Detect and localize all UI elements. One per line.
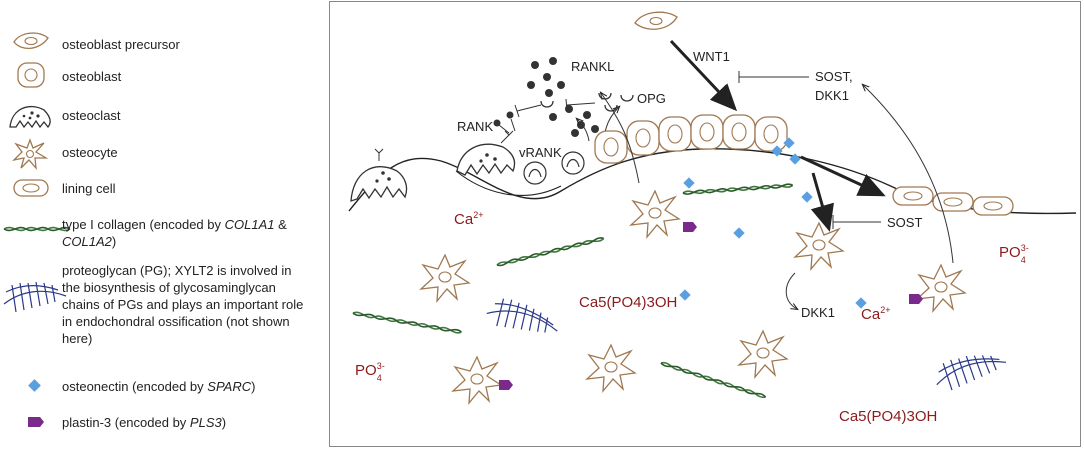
phosphate-label-2: PO3-4 <box>355 361 385 383</box>
proteoglycan-1 <box>483 291 563 349</box>
osteocyte-6 <box>586 344 636 392</box>
opg-release-arrow <box>604 107 619 134</box>
sost-dkk1-label-2: DKK1 <box>815 88 849 103</box>
collagen-icon <box>3 226 71 232</box>
dkk1-label: DKK1 <box>801 305 835 320</box>
hydroxyapatite-label-2: Ca5(PO4)3OH <box>839 408 937 425</box>
osteoblast-precursor-icon <box>13 32 49 49</box>
plastin-1 <box>683 222 697 232</box>
plastin-icon <box>28 417 44 427</box>
rankl-label: RANKL <box>571 59 614 74</box>
wnt1-arrow <box>669 39 738 112</box>
osteocyte-to-sost-arrow <box>863 85 954 264</box>
legend-label-osteonectin: osteonectin (encoded by SPARC) <box>62 379 256 394</box>
sost-label: SOST <box>887 215 922 230</box>
inhibition-lines <box>514 98 596 118</box>
phosphate-label-1: PO3-4 <box>999 243 1029 265</box>
osteocyte-7 <box>738 330 788 378</box>
osteocyte-2 <box>420 254 470 302</box>
lining-cells <box>892 186 1014 216</box>
osteocyte-5 <box>452 356 502 404</box>
legend-icons <box>3 32 71 427</box>
osteocyte-arrow <box>810 172 834 232</box>
diagram-frame: RANK vRANK RANKL OPG <box>329 1 1081 447</box>
legend-label-collagen: type I collagen (encoded by COL1A1 & COL… <box>62 217 287 249</box>
opg-shapes <box>540 92 634 112</box>
sost-dkk1-label-1: SOST, <box>815 69 853 84</box>
osteonectin-5 <box>801 191 813 203</box>
osteocyte-4 <box>916 264 966 312</box>
dkk1-arrow <box>785 272 797 309</box>
osteonectin-icon <box>28 379 41 392</box>
calcium-label-2: Ca2+ <box>861 305 890 323</box>
legend-label-lining-cell: lining cell <box>62 181 116 196</box>
bone-remodeling-diagram: RANK vRANK RANKL OPG <box>348 11 1077 425</box>
osteoclast-left <box>350 148 408 202</box>
proteoglycan-2 <box>932 348 1010 394</box>
legend-label-osteoclast: osteoclast <box>62 108 121 123</box>
collagen-4 <box>659 360 767 400</box>
osteoclast-icon <box>9 105 51 129</box>
lining-cell-icon <box>13 179 49 197</box>
hydroxyapatite-label-1: Ca5(PO4)3OH <box>579 294 677 311</box>
legend-label-plastin: plastin-3 (encoded by PLS3) <box>62 415 227 430</box>
lining-arrow <box>800 155 886 197</box>
legend: osteoblast precursor osteoblast osteocla… <box>0 0 322 450</box>
wnt1-label: WNT1 <box>693 49 730 64</box>
proteoglycan-icon <box>3 281 67 313</box>
osteocyte-1 <box>630 190 680 238</box>
legend-label-osteocyte: osteocyte <box>62 145 118 160</box>
plastin-3 <box>499 380 513 390</box>
collagen-3 <box>351 310 463 335</box>
legend-label-osteoblast-precursor: osteoblast precursor <box>62 37 180 52</box>
calcium-label-1: Ca2+ <box>454 210 483 228</box>
osteoblast-precursor-top <box>634 11 678 30</box>
legend-label-proteoglycan: proteoglycan (PG); XYLT2 is involved in … <box>62 263 304 346</box>
vrank-symbols <box>523 151 585 185</box>
osteoblast-row <box>594 114 788 164</box>
osteonectin-7 <box>679 289 691 301</box>
rankl-release-arrow <box>577 119 590 142</box>
osteoblast-icon <box>17 62 45 88</box>
osteonectin-4 <box>683 177 695 189</box>
osteoclast-right <box>456 130 516 176</box>
collagen-2 <box>495 236 605 268</box>
osteonectin-6 <box>733 227 745 239</box>
resorption-pit-line <box>455 170 562 196</box>
legend-label-osteoblast: osteoblast <box>62 69 122 84</box>
osteocyte-to-rankl-arrow <box>601 93 640 184</box>
osteocyte-icon <box>12 138 49 170</box>
rank-receptors <box>493 111 516 134</box>
rank-label: RANK <box>457 119 493 134</box>
opg-label: OPG <box>637 91 666 106</box>
vrank-label: vRANK <box>519 145 562 160</box>
collagen-1 <box>682 183 794 196</box>
osteocyte-3 <box>794 222 844 270</box>
